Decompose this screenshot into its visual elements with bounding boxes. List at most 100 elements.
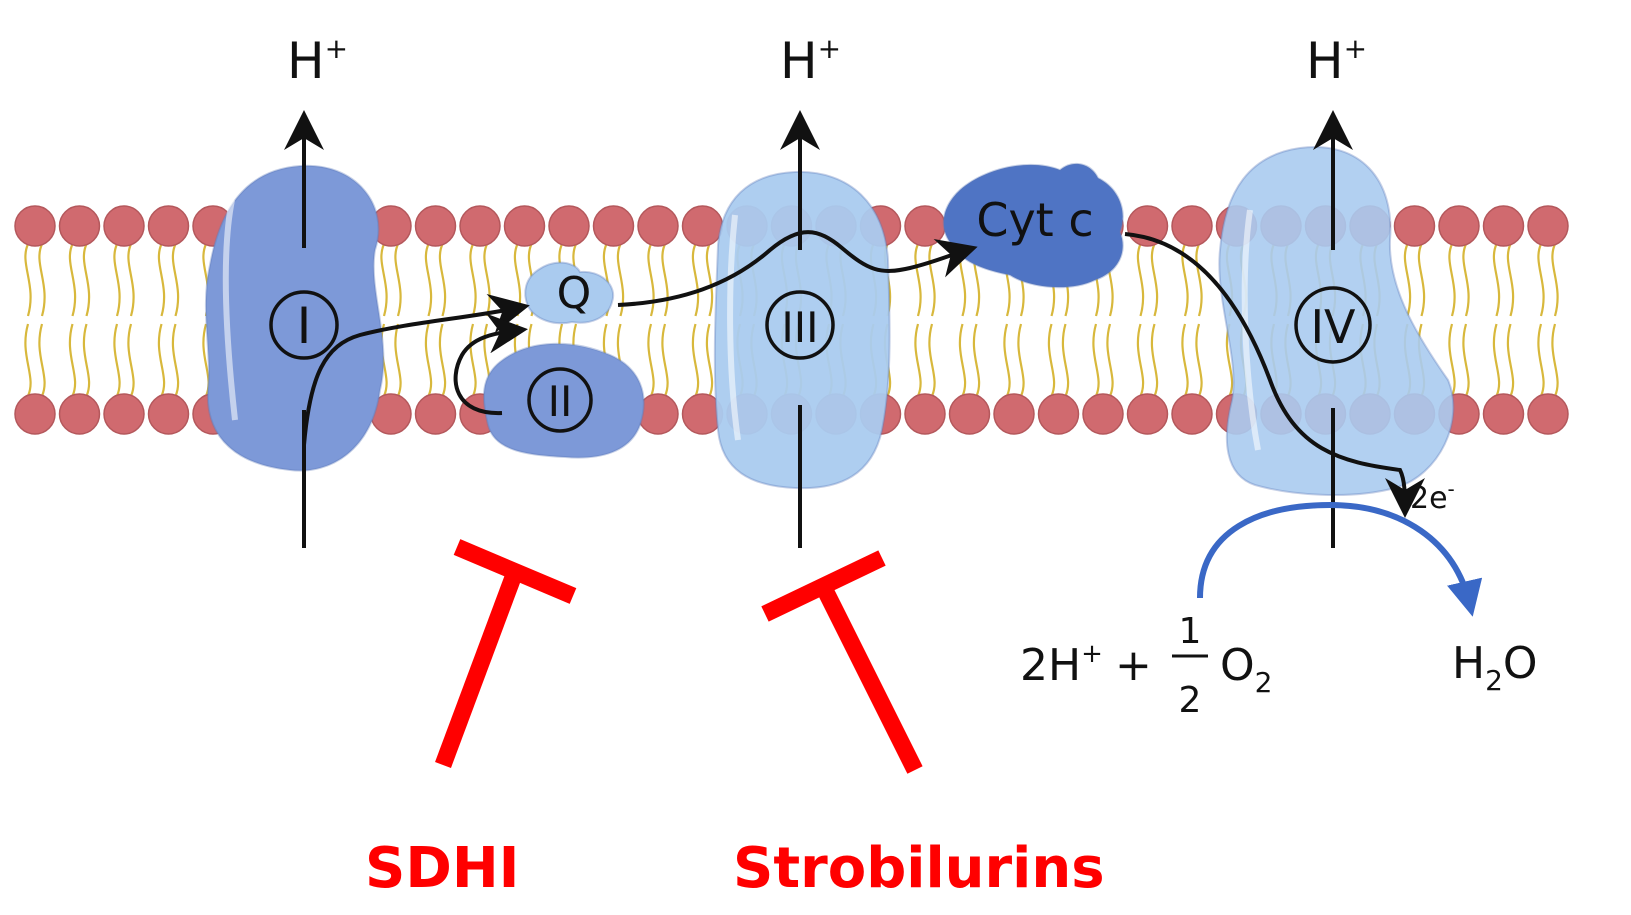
lipid-tail — [1106, 323, 1114, 397]
quinone-label: Q — [557, 268, 592, 319]
inhibitor-symbols — [435, 539, 923, 774]
phospholipid-head — [1037, 393, 1080, 435]
lipid-tail — [1506, 243, 1515, 317]
lipid-tail — [157, 243, 166, 317]
electron-path-complex-ii-to-q — [453, 313, 528, 416]
phospholipid-head — [1438, 205, 1480, 247]
lipid-tail — [380, 323, 388, 397]
lipid-tail — [394, 243, 402, 317]
complex-i-protein — [204, 164, 385, 472]
lipid-tail — [1417, 243, 1426, 317]
lipid-tail — [157, 323, 166, 397]
lipid-tail — [928, 323, 936, 397]
lipid-tail — [1195, 323, 1203, 397]
lipid-tail — [113, 323, 121, 397]
complex-iv-circle — [1294, 286, 1372, 364]
lipid-tail — [1462, 323, 1470, 397]
lipid-tail — [38, 243, 46, 317]
phospholipid-head — [637, 205, 679, 247]
oxygen-reduction-equation: 2H+ + 1 2 O2 H2O — [1020, 611, 1538, 721]
lipid-tail — [1225, 323, 1234, 397]
sdhi-inhibitor-stem — [435, 569, 523, 768]
lipid-tail — [1403, 243, 1412, 317]
lipid-tail — [82, 323, 91, 397]
complex-iii-highlight — [727, 214, 741, 441]
electrons-label: 2e- — [1410, 477, 1455, 516]
lipid-tail — [1047, 323, 1056, 397]
complex-i-label: I — [297, 297, 312, 355]
lipid-tail — [82, 243, 91, 317]
lipid-tail — [1506, 323, 1515, 397]
electron-flow-arrows — [302, 230, 1425, 518]
lipid-tail — [914, 323, 922, 397]
phospholipid-head — [1082, 393, 1124, 435]
lipid-tail — [483, 243, 491, 317]
lipid-tail — [1492, 323, 1501, 397]
lipid-tail — [1448, 323, 1456, 397]
phospholipid-head — [1171, 205, 1213, 247]
phospholipid-head — [147, 393, 190, 435]
fraction-denominator: 2 — [1179, 680, 1202, 721]
electron-path-cytc-to-complex-iv — [1124, 232, 1425, 518]
complex-iv-protein — [1218, 146, 1455, 497]
lipid-tail — [1003, 323, 1011, 397]
lipid-tail — [705, 323, 714, 397]
phospholipid-head — [1527, 205, 1569, 247]
phospholipid-head — [1527, 393, 1569, 435]
proton-label-complex-iii: H+ — [780, 32, 841, 90]
complex-circles — [269, 286, 1372, 433]
lipid-tail — [661, 243, 669, 317]
lipid-tail — [928, 243, 936, 317]
product-water: H2O — [1452, 638, 1538, 697]
lipid-tail — [38, 323, 46, 397]
phospholipid-head — [103, 393, 145, 435]
complex-iii-circle — [765, 290, 835, 360]
lipid-tail — [424, 323, 433, 397]
phospholipid-head — [1171, 393, 1213, 435]
lipid-tail — [647, 243, 655, 317]
lipid-tail — [113, 243, 121, 317]
oxygen-reduction-arrow — [1197, 501, 1483, 617]
phospholipid-head — [414, 205, 457, 247]
lipid-tail — [24, 323, 32, 397]
phospholipid-head — [1482, 393, 1525, 435]
lipid-tail — [914, 243, 922, 317]
lipid-tail — [171, 243, 180, 317]
phospholipid-head — [1482, 205, 1525, 247]
lipid-tail — [1181, 323, 1189, 397]
strobilurin-inhibitor-stem — [815, 582, 923, 774]
phospholipid-head — [147, 205, 190, 247]
lipid-tail — [1181, 243, 1189, 317]
phospholipid-head — [592, 205, 635, 247]
lipid-tail — [661, 323, 669, 397]
lipid-tail — [127, 323, 135, 397]
complex-i-circle — [269, 290, 339, 360]
strobilurins-label: Strobilurins — [733, 836, 1105, 901]
phospholipid-head — [459, 205, 501, 247]
proton-label-complex-iv: H+ — [1306, 32, 1367, 90]
lipid-tail — [1195, 243, 1203, 317]
lipid-tail — [1462, 243, 1470, 317]
sdhi-label: SDHI — [365, 836, 520, 901]
reaction-plus: + — [1115, 640, 1152, 691]
proton-arrows — [284, 110, 1353, 548]
cytochrome-c-label: Cyt c — [976, 193, 1093, 247]
lipid-tail — [1492, 243, 1501, 317]
phospholipid-head — [103, 205, 145, 247]
lipid-tail — [705, 243, 714, 317]
lipid-tail — [972, 323, 981, 397]
lipid-tail — [1136, 243, 1145, 317]
phospholipid-head — [993, 393, 1035, 435]
lipid-tail — [424, 243, 433, 317]
lipid-tail — [24, 243, 32, 317]
phospholipid-head — [681, 205, 724, 247]
complex-ii-label: II — [548, 377, 573, 426]
complex-ii-protein — [482, 342, 645, 459]
fraction-numerator: 1 — [1179, 611, 1202, 652]
lipid-tail — [1448, 243, 1456, 317]
lipid-tail — [691, 323, 700, 397]
phospholipid-head — [58, 205, 101, 247]
lipid-tail — [1136, 323, 1145, 397]
lipid-tail — [513, 243, 522, 317]
complex-i-highlight — [222, 199, 238, 421]
